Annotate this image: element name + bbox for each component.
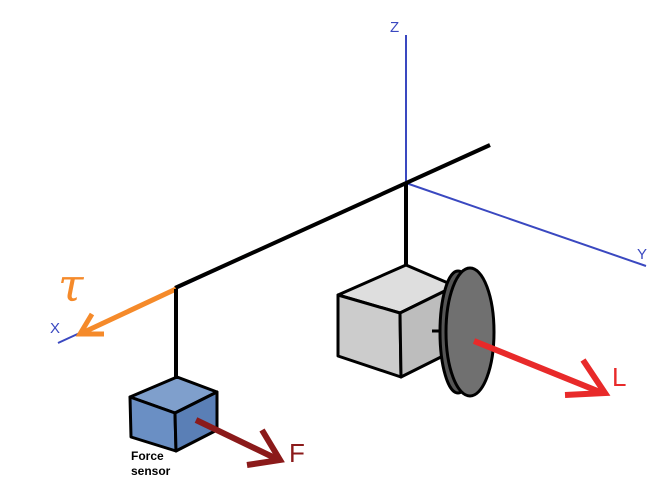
force-label: F — [289, 438, 305, 468]
force-arrow — [194, 417, 285, 468]
flywheel — [438, 266, 496, 398]
y-axis-line — [405, 182, 647, 267]
sensor-label-line1: Force — [131, 449, 164, 463]
torque-arrow — [75, 286, 178, 337]
sensor-label-line2: sensor — [131, 464, 171, 478]
angular-momentum-arrow — [472, 338, 611, 398]
y-axis-label: Y — [637, 246, 648, 263]
support-rod — [174, 143, 491, 290]
force-sensor-label: Force sensor — [131, 449, 170, 479]
angular-momentum-label: L — [612, 362, 627, 392]
torque-label: τ — [58, 258, 84, 312]
force-sensor-box — [128, 375, 219, 453]
motor-box — [336, 263, 457, 379]
z-axis-label: Z — [390, 19, 400, 36]
flywheel-front — [444, 266, 496, 398]
x-axis-label: X — [50, 320, 61, 337]
